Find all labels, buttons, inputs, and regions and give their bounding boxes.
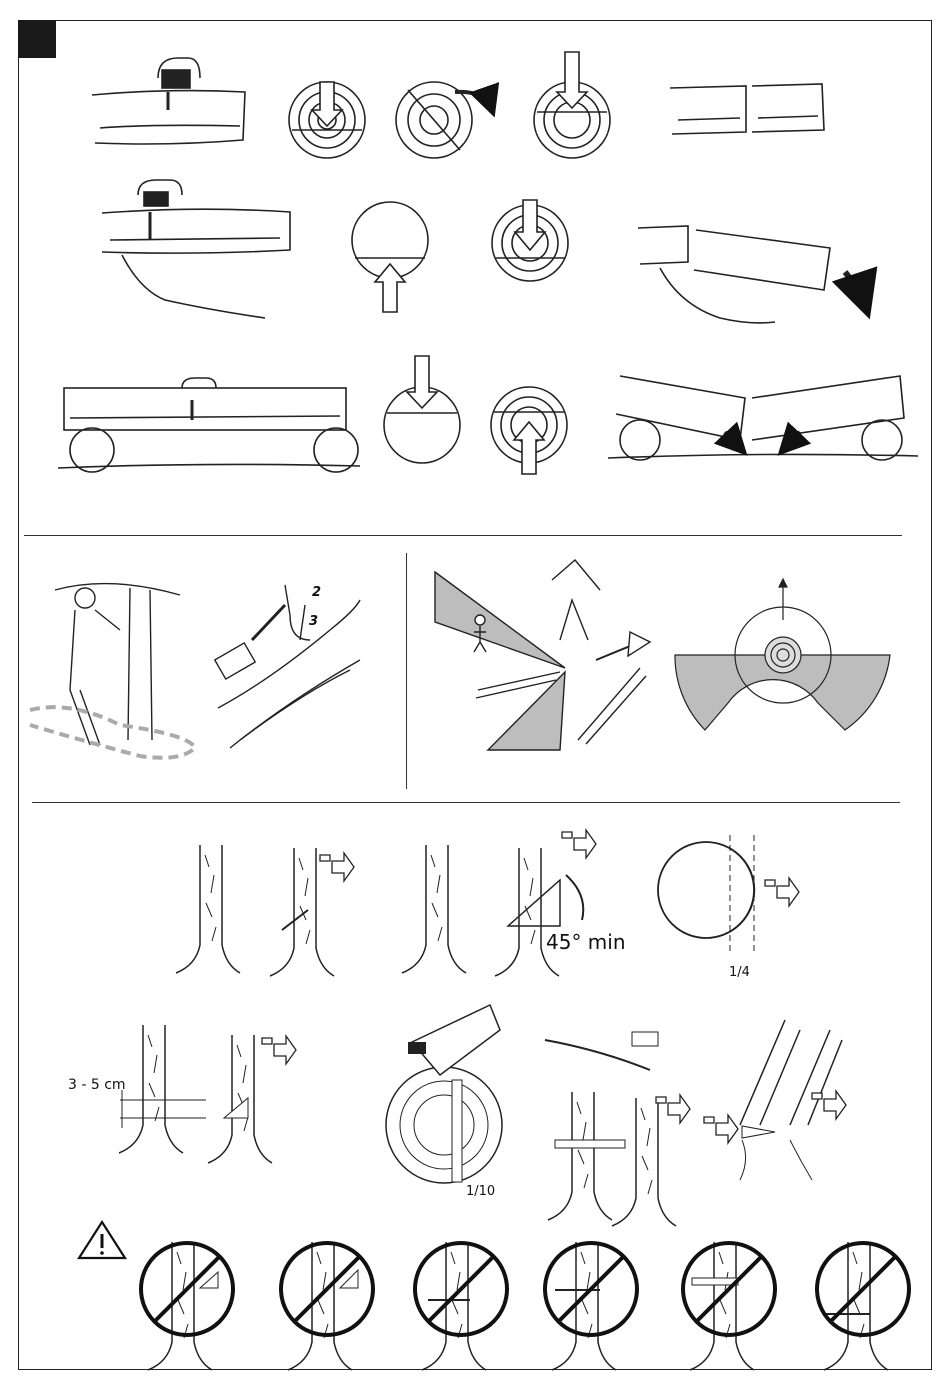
incorrect-cut-3 <box>415 1242 507 1370</box>
stump-cross-section-quarter <box>658 835 799 955</box>
trunk-with-notch-arrow <box>270 848 354 976</box>
incorrect-cut-6 <box>817 1242 909 1370</box>
chainsaw-back-cut <box>386 1005 502 1183</box>
wedge-and-tools <box>545 1032 690 1226</box>
notch-height-label: 3 - 5 cm <box>68 1077 126 1093</box>
trunk-with-45-angle <box>495 830 596 976</box>
tree-falling-with-wedge <box>704 1020 846 1180</box>
quarter-label: 1/4 <box>729 965 750 980</box>
angle-label: 45° min <box>546 930 626 954</box>
incorrect-cut-2 <box>281 1242 373 1370</box>
incorrect-cut-5 <box>683 1242 775 1370</box>
warning-triangle-icon <box>79 1222 125 1258</box>
incorrect-cut-4 <box>545 1242 637 1370</box>
trunk-notch-height <box>119 1025 296 1163</box>
incorrect-cut-1 <box>141 1242 233 1370</box>
hinge-label: 1/10 <box>466 1184 495 1199</box>
